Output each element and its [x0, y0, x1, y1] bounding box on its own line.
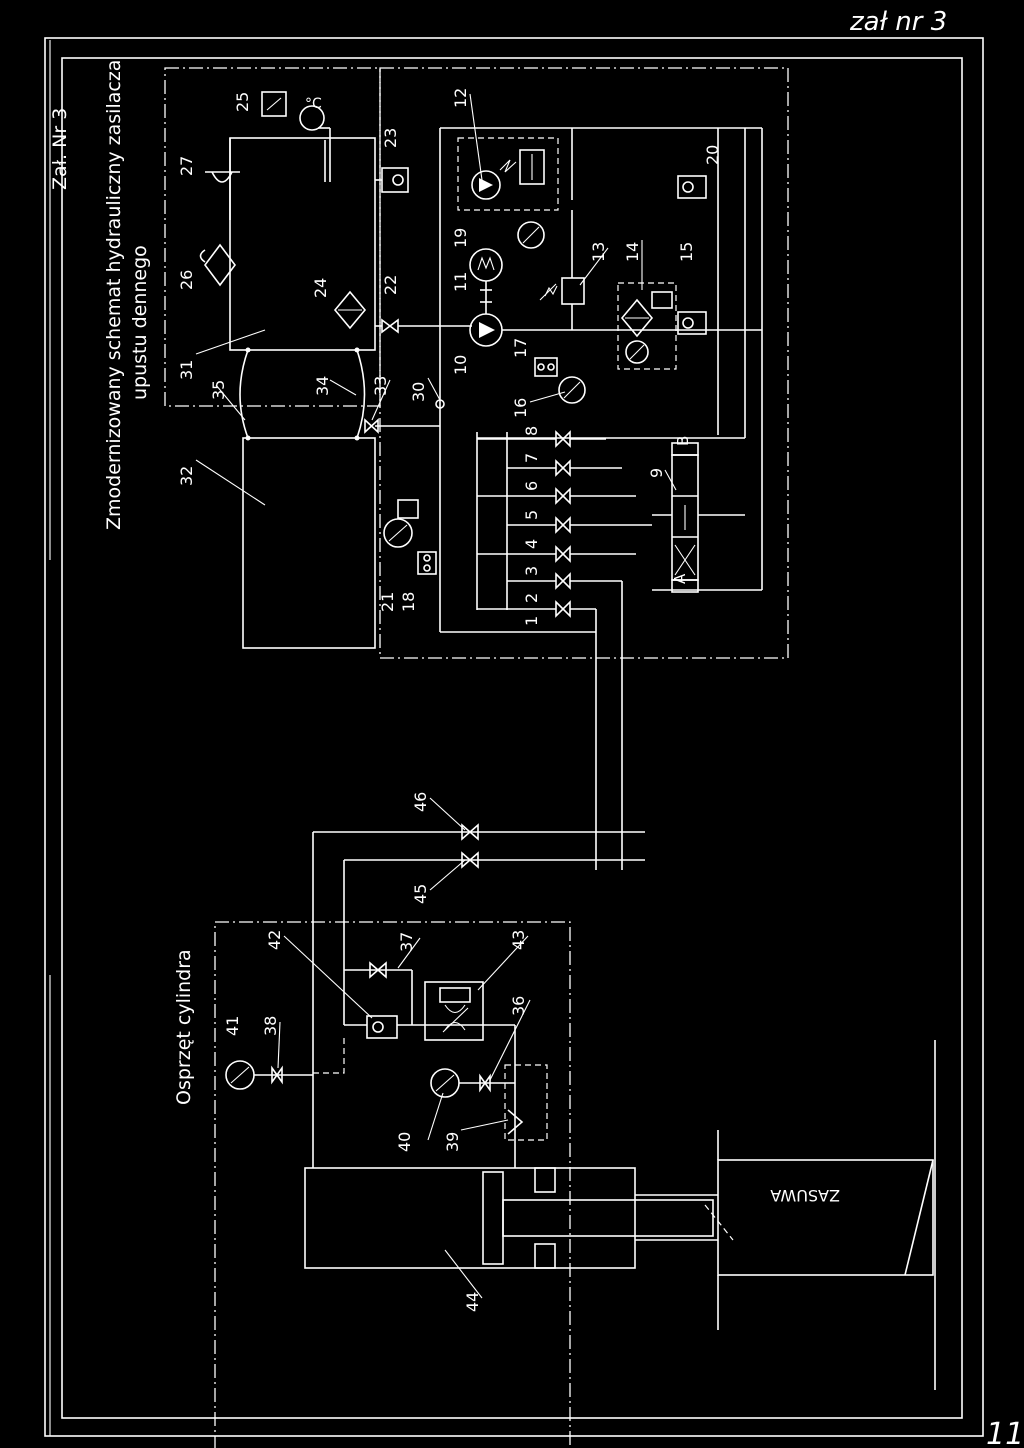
svg-text:4: 4	[522, 539, 541, 549]
svg-text:22: 22	[381, 275, 400, 295]
filter-group-14	[617, 282, 677, 370]
needle-valve-37	[369, 961, 387, 979]
gate-label: ZASUWA	[770, 1186, 840, 1205]
outer-frame	[44, 37, 984, 1437]
svg-text:11: 11	[451, 272, 470, 292]
svg-text:13: 13	[589, 242, 608, 262]
svg-text:23: 23	[381, 128, 400, 148]
svg-text:17: 17	[511, 338, 530, 358]
svg-text:15: 15	[677, 242, 696, 262]
cylinder-title: Osprzęt cylindra	[173, 949, 195, 1105]
motor-11	[469, 248, 503, 282]
svg-text:30: 30	[409, 382, 428, 402]
supply-title-line1: Zmodernizowany schemat hydrauliczny zasi…	[103, 60, 125, 530]
page-number: 11	[986, 1417, 1024, 1448]
gauge-21	[383, 518, 413, 548]
svg-text:44: 44	[463, 1292, 482, 1312]
svg-text:40: 40	[395, 1132, 414, 1152]
check-valve-42	[366, 1015, 398, 1039]
svg-text:43: 43	[509, 930, 528, 950]
svg-text:6: 6	[522, 481, 541, 491]
svg-text:41: 41	[223, 1016, 242, 1036]
svg-text:16: 16	[511, 398, 530, 418]
valve-39	[507, 1109, 524, 1135]
hand-pump-group-12	[457, 137, 559, 211]
manifold-valves	[477, 430, 652, 870]
port-b-label: B	[674, 436, 692, 446]
svg-text:21: 21	[378, 592, 397, 612]
svg-text:14: 14	[623, 242, 642, 262]
svg-text:39: 39	[443, 1132, 462, 1152]
gate-body	[717, 1159, 934, 1276]
svg-text:7: 7	[522, 453, 541, 463]
svg-text:8: 8	[522, 426, 541, 436]
svg-text:37: 37	[397, 932, 416, 952]
svg-text:5: 5	[522, 510, 541, 520]
svg-text:18: 18	[399, 592, 418, 612]
power-unit-boundary	[379, 67, 789, 659]
svg-text:46: 46	[411, 792, 430, 812]
svg-text:25: 25	[233, 92, 252, 112]
inner-frame	[61, 57, 963, 1419]
gauge-19	[517, 221, 545, 249]
svg-text:45: 45	[411, 884, 430, 904]
svg-text:10: 10	[451, 355, 470, 375]
tank-32	[242, 437, 376, 649]
reservoir-31	[229, 137, 376, 351]
svg-text:36: 36	[509, 996, 528, 1016]
cylinder-44	[304, 1167, 636, 1269]
callout-labels: 1 2 3 4 5 6 7 8 9 10 11 12 13 14 15 16 1…	[177, 88, 722, 1312]
svg-text:2: 2	[522, 593, 541, 603]
svg-text:34: 34	[313, 376, 332, 396]
svg-text:27: 27	[177, 156, 196, 176]
gauge-16	[558, 376, 586, 404]
svg-text:9: 9	[647, 468, 666, 478]
sheet-tag: Zał. Nr 3	[49, 108, 71, 190]
supply-title-line2: upustu dennego	[129, 245, 151, 400]
svg-text:3: 3	[522, 566, 541, 576]
tank-module-boundary	[164, 67, 381, 407]
svg-text:20: 20	[703, 145, 722, 165]
cylinder-accessories-boundary	[214, 921, 571, 1448]
check-valve-20	[677, 175, 707, 199]
svg-text:26: 26	[177, 270, 196, 290]
svg-text:31: 31	[177, 360, 196, 380]
svg-text:12: 12	[451, 88, 470, 108]
throttle-valve-43	[424, 981, 484, 1041]
leader-lines	[195, 93, 677, 1299]
handwritten-ref: zał nr 3	[849, 7, 947, 37]
svg-text:42: 42	[265, 930, 284, 950]
svg-text:32: 32	[177, 466, 196, 486]
svg-text:24: 24	[311, 278, 330, 298]
svg-text:1: 1	[522, 616, 541, 626]
ball-valve-46	[461, 823, 479, 841]
temp-unit-label: °C	[305, 96, 322, 112]
port-a-label: A	[671, 573, 689, 584]
svg-text:38: 38	[261, 1016, 280, 1036]
svg-text:35: 35	[209, 380, 228, 400]
relief-valve-13	[561, 277, 585, 305]
check-valve-15	[677, 311, 707, 335]
svg-text:19: 19	[451, 228, 470, 248]
